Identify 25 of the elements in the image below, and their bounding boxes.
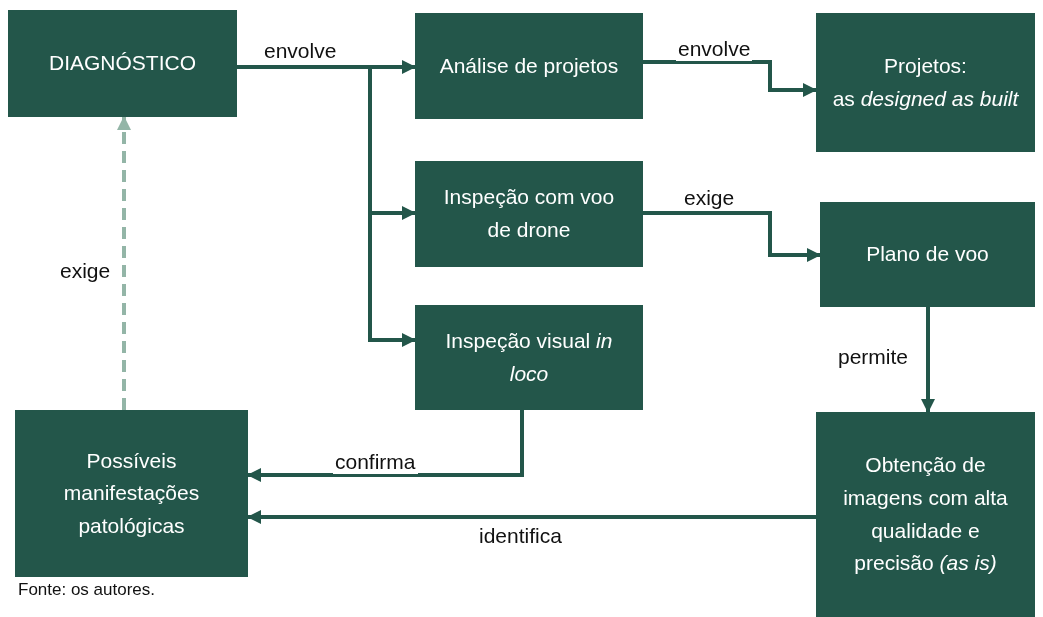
box-text: Plano de voo [866,241,989,268]
dashed-arrow [117,116,131,410]
process-box [415,305,643,410]
process-box [816,13,1035,152]
source-note: Fonte: os autores. [18,580,156,600]
box-text: as designed as built [832,85,1019,112]
process-box [816,412,1035,617]
arrow [247,510,816,524]
box-text: DIAGNÓSTICO [49,50,196,77]
arrow [643,60,817,97]
box-text: Projetos: [884,52,967,79]
arrow [921,307,935,413]
arrow [237,65,416,347]
process-box [415,161,643,267]
box-text: Obtenção de imagens com alta qualidade e precisão (as is) [842,452,1009,577]
box-text: Inspeção com voo de drone [442,184,616,243]
process-box [8,10,237,117]
arrow [247,410,524,482]
box-text: Inspeção visual in loco [444,327,614,387]
process-box [415,13,643,119]
process-box [15,410,248,577]
process-box [820,202,1035,307]
arrow [643,211,821,262]
box-text: Possíveis manifestações patológicas [62,447,201,539]
box-text: Análise de projetos [439,52,619,79]
